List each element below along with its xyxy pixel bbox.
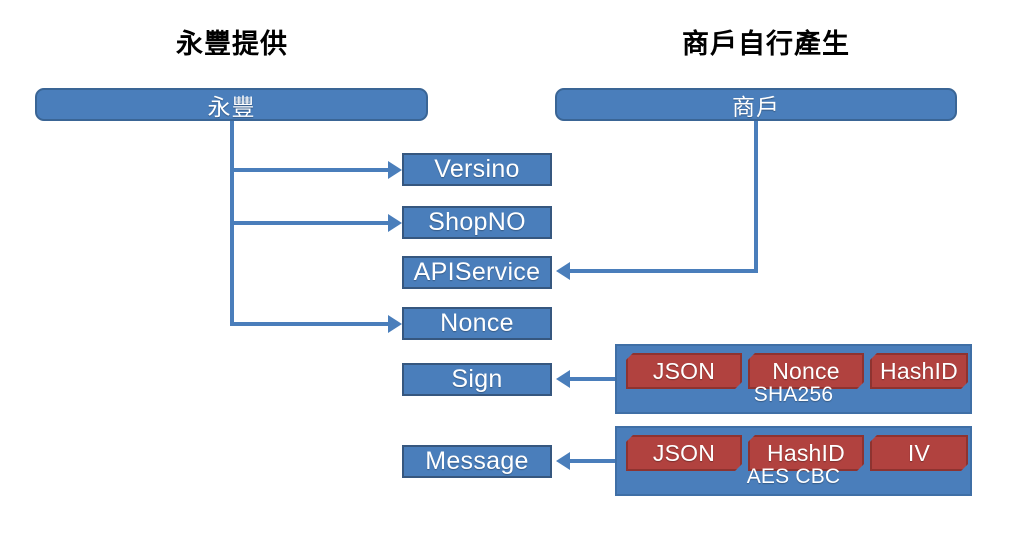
arrowhead-shopno	[388, 214, 402, 232]
field-box-nonce[interactable]: Nonce	[402, 307, 552, 340]
field-box-sign[interactable]: Sign	[402, 363, 552, 396]
group-box-aescbc: JSON HashID IV AES CBC	[615, 426, 972, 496]
group-box-sha256: JSON Nonce HashID SHA256	[615, 344, 972, 414]
arrowhead-versino	[388, 161, 402, 179]
connector-to-nonce	[230, 322, 388, 326]
connector-sha256-to-sign	[570, 377, 618, 381]
connector-to-versino	[230, 168, 388, 172]
chip-aescbc-hashid[interactable]: HashID	[748, 435, 864, 471]
actor-box-sinopac[interactable]: 永豐	[35, 88, 428, 121]
group-caption-aescbc: AES CBC	[746, 465, 841, 488]
connector-aescbc-to-message	[570, 459, 618, 463]
field-box-apiservice[interactable]: APIService	[402, 256, 552, 289]
actor-box-merchant[interactable]: 商戶	[555, 88, 957, 121]
arrowhead-sign	[556, 370, 570, 388]
heading-right: 商戶自行產生	[682, 29, 850, 59]
field-box-message[interactable]: Message	[402, 445, 552, 478]
arrowhead-nonce	[388, 315, 402, 333]
field-box-shopno[interactable]: ShopNO	[402, 206, 552, 239]
chip-sha256-hashid[interactable]: HashID	[870, 353, 968, 389]
chip-sha256-json[interactable]: JSON	[626, 353, 742, 389]
arrowhead-message	[556, 452, 570, 470]
arrowhead-apiservice	[556, 262, 570, 280]
connector-to-apiservice	[570, 269, 758, 273]
chip-aescbc-iv[interactable]: IV	[870, 435, 968, 471]
field-box-versino[interactable]: Versino	[402, 153, 552, 186]
connector-spine-right	[754, 121, 758, 273]
chip-aescbc-json[interactable]: JSON	[626, 435, 742, 471]
group-caption-sha256: SHA256	[753, 383, 834, 406]
connector-to-shopno	[230, 221, 388, 225]
heading-left: 永豐提供	[176, 29, 288, 59]
chip-sha256-nonce[interactable]: Nonce	[748, 353, 864, 389]
